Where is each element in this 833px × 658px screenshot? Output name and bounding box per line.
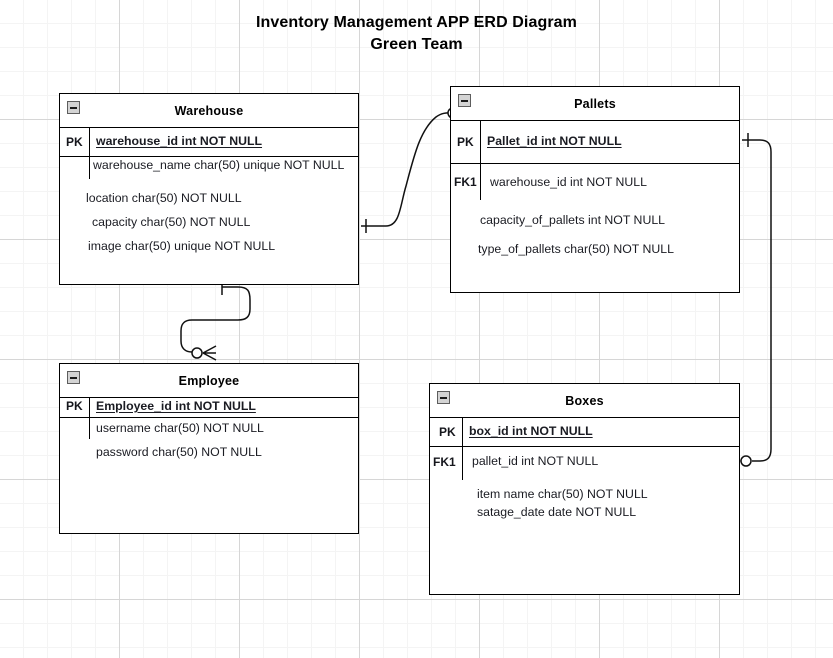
entity-boxes[interactable]: Boxes PK box_id int NOT NULL FK1 pallet_… <box>429 383 740 595</box>
attribute-box-id: box_id int NOT NULL <box>469 424 593 438</box>
minus-square-icon[interactable] <box>67 371 80 384</box>
key-column-divider <box>462 417 464 446</box>
entity-employee-title: Employee <box>178 373 240 388</box>
entity-employee[interactable]: Employee PK Employee_id int NOT NULL use… <box>59 363 359 534</box>
key-column-divider <box>89 397 91 439</box>
row-key-pk: PK <box>457 135 474 149</box>
row-key-pk: PK <box>66 399 83 413</box>
minus-square-icon[interactable] <box>458 94 471 107</box>
key-column-divider <box>89 127 91 179</box>
row-key-pk: PK <box>66 135 83 149</box>
entity-pallets[interactable]: Pallets PK Pallet_id int NOT NULL FK1 wa… <box>450 86 740 293</box>
row-key-pk: PK <box>439 425 456 439</box>
key-column-divider <box>480 120 482 163</box>
pk-divider <box>430 446 739 448</box>
attribute-image: image char(50) unique NOT NULL <box>88 239 276 253</box>
entity-warehouse-title: Warehouse <box>174 103 244 118</box>
attribute-warehouse-name: warehouse_name char(50) unique NOT NULL <box>93 158 345 172</box>
attribute-location: location char(50) NOT NULL <box>86 191 242 205</box>
attribute-boxes-pallet-id: pallet_id int NOT NULL <box>472 454 599 468</box>
attribute-warehouse-id: warehouse_id int NOT NULL <box>96 134 263 148</box>
entity-employee-header: Employee <box>60 364 358 398</box>
entity-pallets-title: Pallets <box>574 96 616 111</box>
entity-boxes-header: Boxes <box>430 384 739 418</box>
row-key-fk1: FK1 <box>454 175 477 189</box>
attribute-satage-date: satage_date date NOT NULL <box>477 505 637 519</box>
entity-warehouse-header: Warehouse <box>60 94 358 128</box>
entity-boxes-title: Boxes <box>565 393 604 408</box>
minus-square-icon[interactable] <box>437 391 450 404</box>
attribute-username: username char(50) NOT NULL <box>96 421 264 435</box>
attribute-item-name: item name char(50) NOT NULL <box>477 487 648 501</box>
pk-divider <box>451 163 739 165</box>
attribute-capacity-of-pallets: capacity_of_pallets int NOT NULL <box>480 213 665 227</box>
pk-divider <box>60 417 358 419</box>
pk-divider <box>60 156 358 158</box>
key-column-divider-fk <box>480 164 482 200</box>
diagram-title-line-2: Green Team <box>370 35 463 53</box>
attribute-type-of-pallets: type_of_pallets char(50) NOT NULL <box>478 242 674 256</box>
entity-pallets-header: Pallets <box>451 87 739 121</box>
key-column-divider-fk <box>462 447 464 480</box>
minus-square-icon[interactable] <box>67 101 80 114</box>
row-key-fk1: FK1 <box>433 455 456 469</box>
attribute-capacity: capacity char(50) NOT NULL <box>92 215 251 229</box>
entity-warehouse[interactable]: Warehouse PK warehouse_id int NOT NULL w… <box>59 93 359 285</box>
diagram-title-line-1: Inventory Management APP ERD Diagram <box>255 14 577 31</box>
diagram-title: Inventory Management APP ERD Diagram Gre… <box>0 12 833 55</box>
attribute-employee-id: Employee_id int NOT NULL <box>96 399 256 413</box>
attribute-password: password char(50) NOT NULL <box>96 445 262 459</box>
attribute-pallet-id: Pallet_id int NOT NULL <box>487 134 622 148</box>
attribute-pallets-warehouse-id: warehouse_id int NOT NULL <box>490 175 647 189</box>
